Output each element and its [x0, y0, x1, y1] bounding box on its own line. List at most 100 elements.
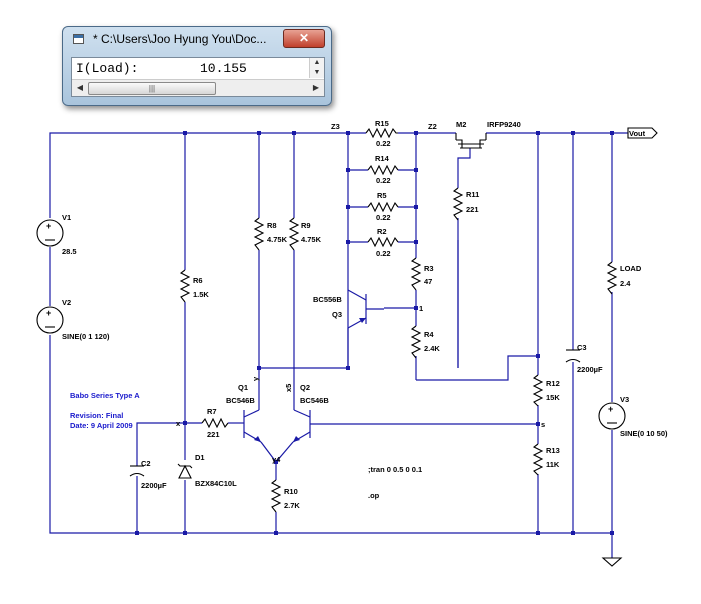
r15-name: R15: [375, 119, 389, 128]
r9-name: R9: [301, 221, 311, 230]
r9-value: 4.75K: [301, 235, 322, 244]
r7-value: 221: [207, 430, 220, 439]
horizontal-scrollbar[interactable]: ◀ ||| ▶: [72, 79, 324, 96]
net-z: y4: [272, 455, 281, 464]
note-title: Babo Series Type A: [70, 391, 140, 400]
capacitors: [129, 349, 581, 477]
schematic-notes: Babo Series Type A Revision: Final Date:…: [70, 391, 422, 500]
r5-name: R5: [377, 191, 387, 200]
resistor-r3: [410, 257, 422, 291]
scroll-thumb[interactable]: |||: [88, 82, 216, 95]
vertical-scrollbar[interactable]: ▲ ▼: [309, 58, 324, 78]
net-x: x: [176, 419, 181, 428]
net-1: 1: [419, 304, 423, 313]
transistor-arrows: [254, 318, 366, 442]
wires: [49, 132, 628, 558]
net-s: s: [541, 420, 545, 429]
v3-value: SINE(0 10 50): [620, 429, 668, 438]
scroll-left-icon[interactable]: ◀: [76, 83, 84, 92]
v3-name: V3: [620, 395, 629, 404]
resistor-r12: [532, 374, 544, 407]
c2-name: C2: [141, 459, 151, 468]
r4-value: 2.4K: [424, 344, 440, 353]
net-z3: Z3: [331, 122, 340, 131]
q3-name: Q3: [332, 310, 342, 319]
net-y: y: [251, 376, 260, 381]
component-labels: V1 28.5 V2 SINE(0 1 120) V3 SINE(0 10 50…: [62, 119, 668, 510]
c3-name: C3: [577, 343, 587, 352]
q2-name: Q2: [300, 383, 310, 392]
r14-value: 0.22: [376, 176, 391, 185]
r13-name: R13: [546, 446, 560, 455]
ground-symbol: [601, 557, 623, 567]
v1-name: V1: [62, 213, 71, 222]
junction-dots: [135, 131, 614, 535]
app-icon[interactable]: [73, 34, 84, 44]
resistor-r6: [179, 269, 191, 303]
m2-name: M2: [456, 120, 466, 129]
resistor-r4: [410, 325, 422, 359]
r12-value: 15K: [546, 393, 560, 402]
v1-value: 28.5: [62, 247, 77, 256]
readout-label: I(Load):: [76, 61, 139, 76]
resistor-r7: [201, 417, 229, 429]
scroll-down-icon[interactable]: ▼: [313, 69, 321, 76]
resistor-r10: [270, 479, 282, 513]
note-revision: Revision: Final: [70, 411, 123, 420]
resistors: [179, 127, 618, 513]
r11-value: 221: [466, 205, 479, 214]
r10-value: 2.7K: [284, 501, 300, 510]
v2-name: V2: [62, 298, 71, 307]
r3-name: R3: [424, 264, 434, 273]
net-labels: Z3 Z2 Vout x 1 s y4 y x5: [176, 122, 646, 464]
resistor-r11: [452, 187, 464, 221]
close-button[interactable]: ✕: [283, 29, 325, 48]
window-titlebar[interactable]: * C:\Users\Joo Hyung You\Doc... ✕: [63, 27, 331, 51]
resistor-r9: [288, 217, 300, 251]
net-vout: Vout: [629, 129, 646, 138]
q1-name: Q1: [238, 383, 248, 392]
svg-text:+: +: [46, 221, 51, 231]
svg-text:+: +: [608, 404, 613, 414]
q3-value: BC556B: [313, 295, 342, 304]
r8-name: R8: [267, 221, 277, 230]
c3-value: 2200µF: [577, 365, 603, 374]
scroll-up-icon[interactable]: ▲: [313, 59, 321, 66]
resistor-r15: [365, 127, 398, 139]
r6-name: R6: [193, 276, 203, 285]
zener-diode-d1: [177, 463, 193, 479]
r11-name: R11: [466, 190, 479, 199]
probe-readout-window[interactable]: * C:\Users\Joo Hyung You\Doc... ✕ I(Load…: [62, 26, 332, 106]
r7-name: R7: [207, 407, 217, 416]
resistor-r5: [367, 201, 399, 213]
c2-value: 2200µF: [141, 481, 167, 490]
r8-value: 4.75K: [267, 235, 288, 244]
r5-value: 0.22: [376, 213, 391, 222]
source-v1: [36, 219, 64, 247]
svg-text:+: +: [46, 308, 51, 318]
q1-value: BC546B: [226, 396, 255, 405]
resistor-r14: [367, 164, 399, 176]
directive-op: .op: [368, 491, 380, 500]
r13-value: 11K: [546, 460, 560, 469]
scroll-right-icon[interactable]: ▶: [312, 83, 320, 92]
d1-value: BZX84C10L: [195, 479, 237, 488]
load-name: LOAD: [620, 264, 642, 273]
r15-value: 0.22: [376, 139, 391, 148]
source-v3: [598, 402, 626, 430]
r6-value: 1.5K: [193, 290, 209, 299]
mosfet-m2: [455, 133, 487, 149]
voltage-sources: + + +: [36, 219, 626, 430]
r2-name: R2: [377, 227, 387, 236]
net-z2: Z2: [428, 122, 437, 131]
r2-value: 0.22: [376, 249, 391, 258]
m2-value: IRFP9240: [487, 120, 521, 129]
note-date: Date: 9 April 2009: [70, 421, 133, 430]
resistor-r2: [367, 236, 399, 248]
directive-tran: ;tran 0 0.5 0 0.1: [368, 465, 422, 474]
readout-value: 10.155: [200, 61, 247, 76]
r12-name: R12: [546, 379, 560, 388]
r4-name: R4: [424, 330, 434, 339]
resistor-load: [606, 261, 618, 295]
